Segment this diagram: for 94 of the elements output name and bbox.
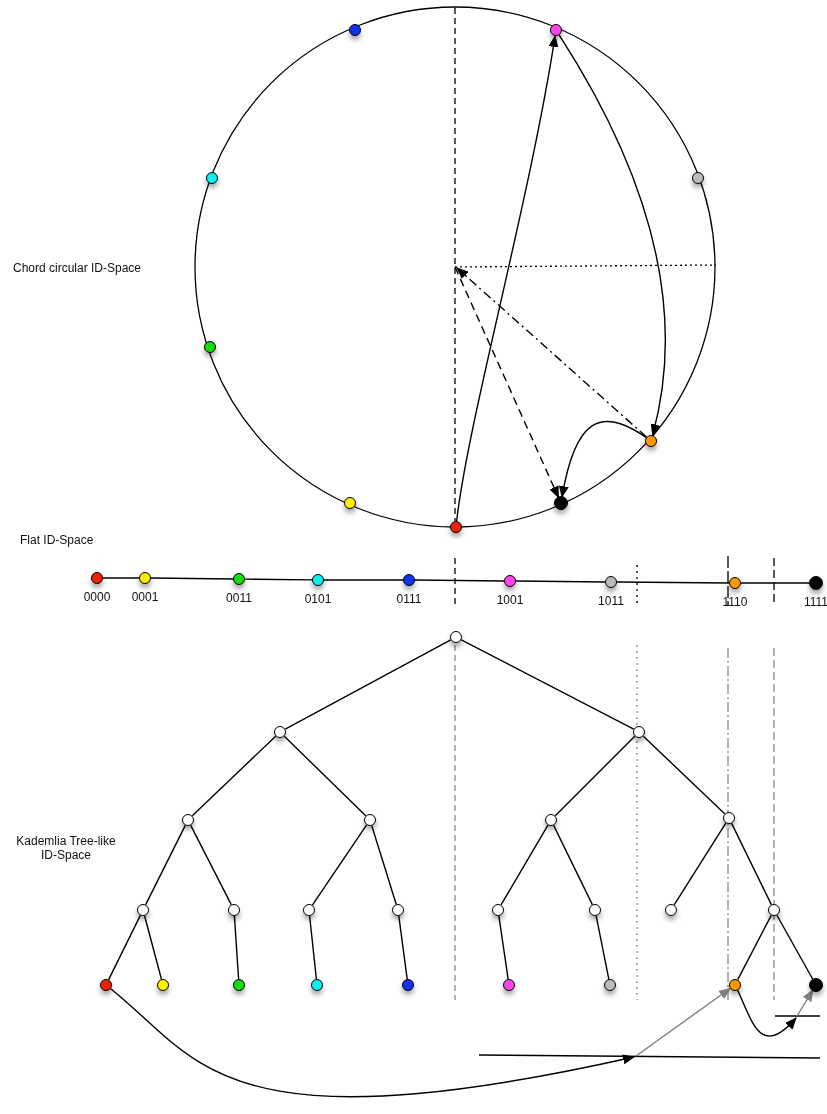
node-dot xyxy=(809,978,823,992)
connector-line xyxy=(190,824,232,906)
bit-label: 1111 xyxy=(803,595,827,609)
node-dot xyxy=(349,24,361,36)
node-dot xyxy=(344,497,356,509)
node-dot xyxy=(729,577,741,589)
connector-line xyxy=(730,822,773,906)
connector-line xyxy=(283,735,367,817)
connector-line xyxy=(102,577,140,579)
bit-label: 0001 xyxy=(130,590,160,604)
node-dot xyxy=(768,904,780,916)
node-dot xyxy=(233,979,245,991)
arrow xyxy=(456,267,648,438)
node-dot xyxy=(545,814,557,826)
arrow xyxy=(110,988,635,1098)
connector-line xyxy=(143,915,163,980)
connector-line xyxy=(642,735,726,815)
connector-line xyxy=(616,581,730,584)
arrow xyxy=(454,266,560,499)
node-dot xyxy=(206,172,218,184)
bit-label: 0101 xyxy=(303,592,333,606)
node-dot xyxy=(403,574,415,586)
connector-line xyxy=(107,914,142,981)
node-dot xyxy=(589,904,601,916)
connector-line xyxy=(500,824,549,906)
section-label: Kademlia Tree-like ID-Space xyxy=(15,834,117,862)
node-dot xyxy=(311,979,323,991)
connector-line xyxy=(414,579,505,582)
arrow xyxy=(736,989,797,1037)
connector-line xyxy=(460,639,635,730)
node-dot xyxy=(274,726,286,738)
arrow xyxy=(558,34,666,437)
connector-line xyxy=(554,735,636,817)
node-dot xyxy=(364,814,376,826)
node-dot xyxy=(604,979,616,991)
connector-line xyxy=(740,582,811,584)
bit-label: 1011 xyxy=(597,594,625,608)
node-dot xyxy=(809,576,823,590)
node-dot xyxy=(723,812,735,824)
bit-label: 0111 xyxy=(395,592,423,606)
node-dot xyxy=(729,979,741,991)
node-dot xyxy=(605,576,617,588)
connector-line xyxy=(308,915,318,980)
node-dot xyxy=(645,435,657,447)
connector-line xyxy=(311,824,368,906)
connector-line xyxy=(515,580,606,583)
node-dot xyxy=(554,496,568,510)
connector-line xyxy=(323,579,404,581)
bit-label: 1001 xyxy=(495,593,525,607)
node-dot xyxy=(450,521,462,533)
connector-line xyxy=(398,915,408,980)
node-dot xyxy=(312,574,324,586)
node-dot xyxy=(100,979,112,991)
connector-line xyxy=(595,915,610,980)
connector-line xyxy=(371,825,397,905)
connector-line xyxy=(244,578,313,581)
node-dot xyxy=(492,904,504,916)
connector-line xyxy=(233,915,240,980)
node-dot xyxy=(633,726,645,738)
arrow xyxy=(455,34,559,522)
connector-line xyxy=(673,822,727,906)
arrow xyxy=(796,989,814,1017)
node-dot xyxy=(228,904,240,916)
arrow xyxy=(635,987,731,1057)
connector-line xyxy=(552,824,594,906)
bit-label: 0011 xyxy=(225,591,253,605)
connector-line xyxy=(145,824,186,906)
node-dot xyxy=(91,572,103,584)
node-dot xyxy=(503,979,515,991)
connector-line xyxy=(776,914,814,981)
node-dot xyxy=(550,24,562,36)
node-dot xyxy=(392,904,404,916)
arrow xyxy=(559,420,647,499)
bit-label: 1110 xyxy=(721,595,749,609)
node-dot xyxy=(692,172,704,184)
node-dot xyxy=(402,979,414,991)
connector-line xyxy=(150,577,234,580)
node-dot xyxy=(204,341,216,353)
node-dot xyxy=(157,979,169,991)
node-dot xyxy=(233,573,245,585)
node-dot xyxy=(137,904,149,916)
node-dot xyxy=(182,814,194,826)
connector-line xyxy=(498,915,509,980)
bit-label: 0000 xyxy=(82,590,112,604)
node-dot xyxy=(665,904,677,916)
connector-line xyxy=(737,914,772,981)
node-dot xyxy=(139,572,151,584)
node-dot xyxy=(504,575,516,587)
connector-line xyxy=(191,735,277,817)
section-label: Flat ID-Space xyxy=(20,533,94,547)
node-dot xyxy=(303,904,315,916)
node-dot xyxy=(450,631,462,643)
connector-line xyxy=(284,639,452,730)
section-label: Chord circular ID-Space xyxy=(13,261,142,275)
